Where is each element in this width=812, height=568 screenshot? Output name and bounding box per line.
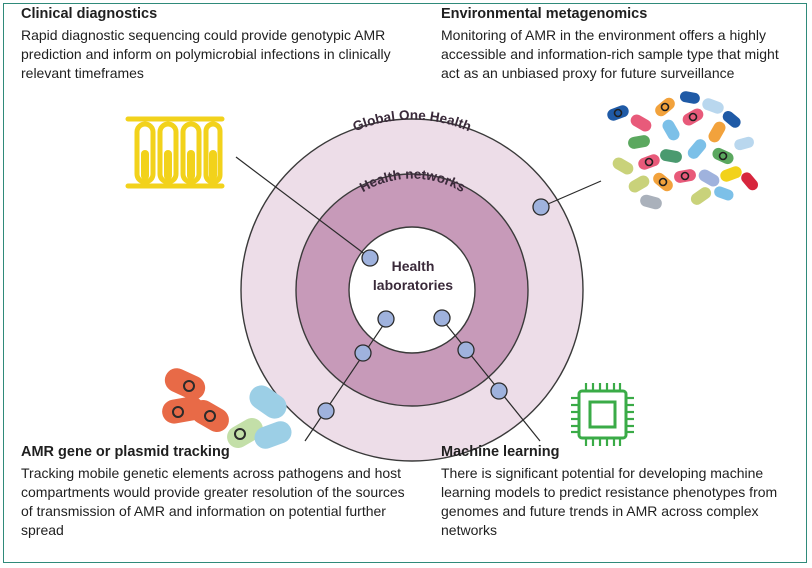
clinical-diagnostics-title: Clinical diagnostics xyxy=(21,6,158,22)
node-ml-middle xyxy=(457,341,475,359)
node-tracking-outer xyxy=(317,402,335,420)
node-ml-outer xyxy=(490,382,508,400)
clinical-diagnostics-block: Clinical diagnostics Rapid diagnostic se… xyxy=(21,5,401,83)
connector-environmental xyxy=(540,180,602,208)
inner-label-line1: Health xyxy=(392,258,435,274)
environmental-metagenomics-title: Environmental metagenomics xyxy=(441,6,648,22)
clinical-diagnostics-body: Rapid diagnostic sequencing could provid… xyxy=(21,27,391,81)
machine-learning-body: There is significant potential for devel… xyxy=(441,465,778,538)
plasmid-bacteria-icon xyxy=(162,368,292,449)
amr-tracking-block: AMR gene or plasmid tracking Tracking mo… xyxy=(21,443,411,540)
connector-tracking xyxy=(304,317,389,442)
node-environmental xyxy=(532,198,550,216)
test-tubes-fill xyxy=(141,150,217,180)
connector-clinical xyxy=(235,156,371,259)
test-tubes-icon xyxy=(125,116,225,189)
amr-tracking-body: Tracking mobile genetic elements across … xyxy=(21,465,405,538)
node-clinical xyxy=(361,249,379,267)
amr-tracking-title: AMR gene or plasmid tracking xyxy=(21,444,230,460)
inner-label-line2: laboratories xyxy=(373,277,453,293)
node-ml-inner xyxy=(433,309,451,327)
node-tracking-middle xyxy=(354,344,372,362)
environmental-metagenomics-body: Monitoring of AMR in the environment off… xyxy=(441,27,779,81)
connector-ml xyxy=(440,317,541,442)
environmental-metagenomics-block: Environmental metagenomics Monitoring of… xyxy=(441,5,791,83)
machine-learning-title: Machine learning xyxy=(441,444,560,460)
node-tracking-inner xyxy=(377,310,395,328)
bacteria-mix-icon xyxy=(607,91,759,210)
machine-learning-block: Machine learning There is significant po… xyxy=(441,443,791,540)
microchip-icon xyxy=(571,383,634,446)
